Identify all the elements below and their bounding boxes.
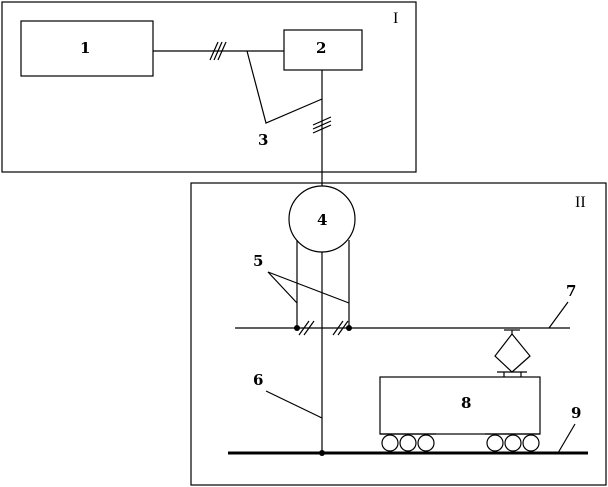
link-3-label: 3 bbox=[258, 131, 268, 149]
region-1-frame bbox=[1, 1, 417, 173]
link-3-leader bbox=[246, 50, 323, 124]
section-marker-left bbox=[298, 320, 315, 336]
rail-9-leader bbox=[557, 423, 576, 454]
vehicle-8-body bbox=[379, 376, 541, 435]
vehicle-8-label: 8 bbox=[461, 394, 471, 412]
bus-marker-vertical bbox=[312, 116, 332, 134]
connection-dot-right bbox=[346, 325, 352, 331]
conductor-6-leader bbox=[265, 390, 323, 419]
connection-dot-left bbox=[294, 325, 300, 331]
region-1-label: I bbox=[393, 10, 398, 27]
contact-wire-7-label: 7 bbox=[566, 282, 576, 300]
connections-5-label: 5 bbox=[253, 252, 263, 270]
rail-connection-dot bbox=[319, 450, 325, 456]
region-2-frame bbox=[190, 182, 607, 486]
conductor-6-label: 6 bbox=[253, 371, 263, 389]
block-2 bbox=[283, 29, 363, 71]
rail-9-label: 9 bbox=[571, 404, 581, 422]
device-4-label: 4 bbox=[317, 211, 327, 229]
pantograph bbox=[494, 329, 531, 377]
block-1 bbox=[20, 20, 154, 77]
region-2-label: II bbox=[575, 194, 586, 211]
connections-5-leader-b bbox=[267, 271, 350, 304]
block-2-label: 2 bbox=[316, 39, 326, 57]
block-1-label: 1 bbox=[80, 39, 90, 57]
vehicle-8-wheels bbox=[380, 433, 540, 452]
bus-marker-horizontal bbox=[209, 41, 227, 61]
connections-5-leader-a bbox=[267, 271, 298, 304]
region-1: I 1 2 3 bbox=[1, 1, 417, 186]
section-marker-right bbox=[332, 320, 349, 336]
region-2: II 4 5 6 7 bbox=[190, 182, 607, 486]
contact-wire-7-leader bbox=[548, 301, 569, 329]
